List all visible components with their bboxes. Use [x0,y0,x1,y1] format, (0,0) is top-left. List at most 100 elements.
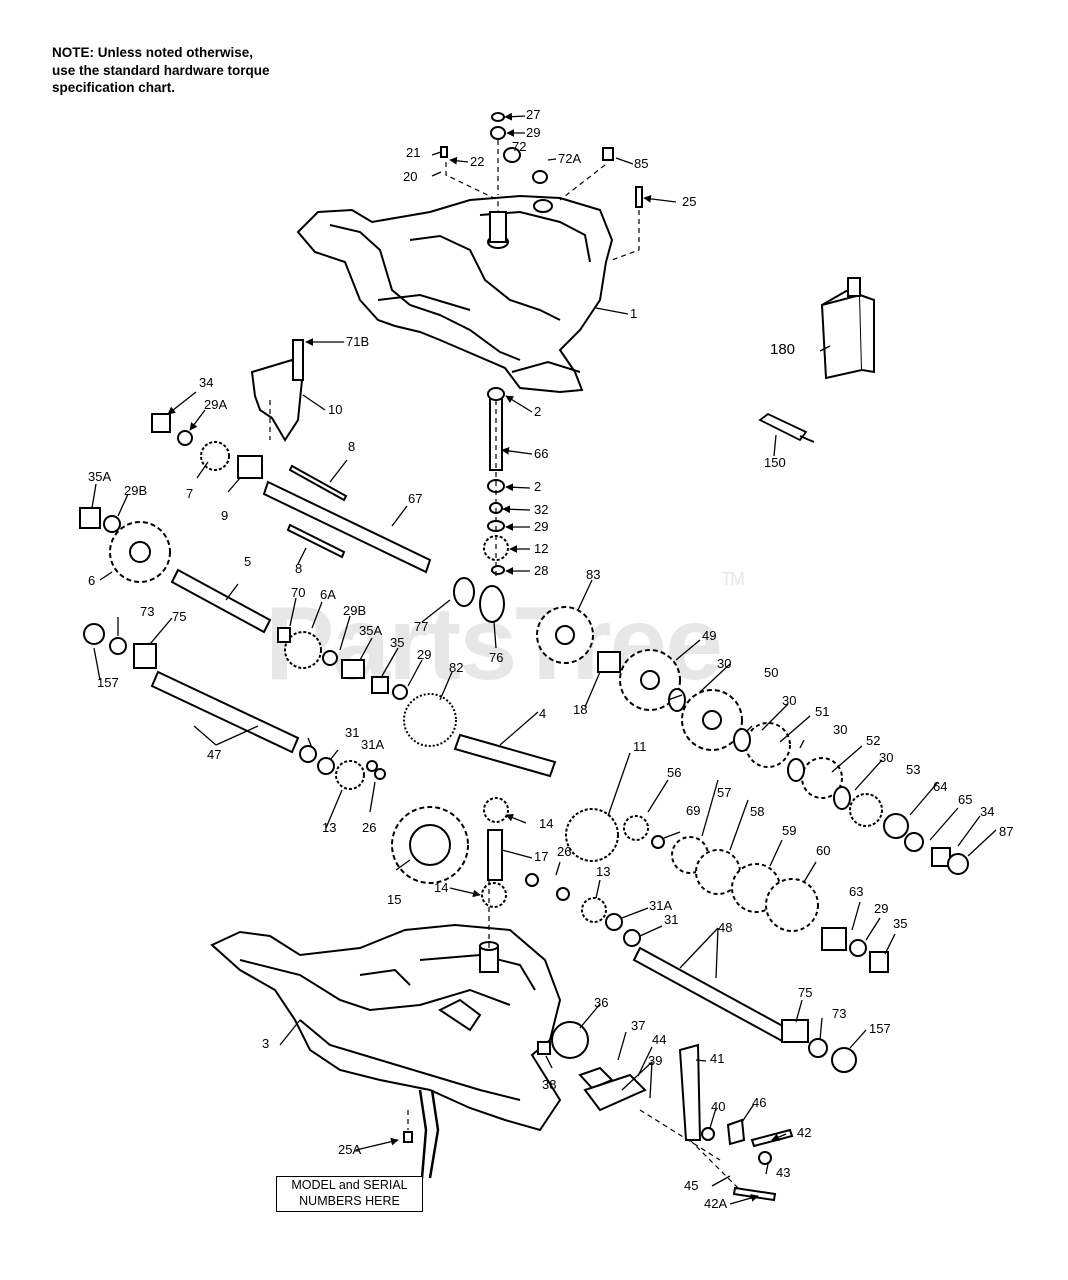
callout-71B[interactable]: 71B [346,334,370,349]
callout-11[interactable]: 11 [633,739,647,754]
callout-58[interactable]: 58 [750,804,765,819]
callout-47[interactable]: 47 [207,747,222,762]
callout-56[interactable]: 56 [667,765,682,780]
callout-35A-mid[interactable]: 35A [359,623,383,638]
callout-29B-left[interactable]: 29B [124,483,148,498]
callout-59[interactable]: 59 [782,823,797,838]
callout-15[interactable]: 15 [387,892,402,907]
callout-82[interactable]: 82 [449,660,464,675]
callout-29-top[interactable]: 29 [526,125,541,140]
callout-38[interactable]: 38 [542,1077,557,1092]
callout-83[interactable]: 83 [586,567,601,582]
callout-8-bot[interactable]: 8 [295,561,303,576]
callout-53[interactable]: 53 [906,762,921,777]
callout-35-mid[interactable]: 35 [390,635,405,650]
callout-6A[interactable]: 6A [320,587,336,602]
callout-31-left[interactable]: 31 [345,725,360,740]
callout-41[interactable]: 41 [710,1051,725,1066]
callout-75-left[interactable]: 75 [172,609,187,624]
callout-40[interactable]: 40 [711,1099,726,1114]
callout-30-c[interactable]: 30 [833,722,848,737]
callout-150[interactable]: 150 [764,455,786,470]
callout-27[interactable]: 27 [526,107,541,122]
callout-3[interactable]: 3 [262,1036,270,1051]
callout-9[interactable]: 9 [221,508,229,523]
callout-50[interactable]: 50 [764,665,779,680]
callout-14-bot[interactable]: 14 [434,880,449,895]
callout-73-right[interactable]: 73 [832,1006,847,1021]
callout-30-a[interactable]: 30 [717,656,732,671]
callout-8-top[interactable]: 8 [348,439,356,454]
callout-18[interactable]: 18 [573,702,588,717]
callout-60[interactable]: 60 [816,843,831,858]
callout-85[interactable]: 85 [634,156,649,171]
callout-67[interactable]: 67 [408,491,423,506]
callout-35A-left[interactable]: 35A [88,469,112,484]
callout-180[interactable]: 180 [770,341,796,358]
callout-46[interactable]: 46 [752,1095,767,1110]
callout-29-right[interactable]: 29 [874,901,889,916]
callout-30-b[interactable]: 30 [782,693,797,708]
callout-10[interactable]: 10 [328,402,343,417]
callout-77[interactable]: 77 [414,619,429,634]
callout-7[interactable]: 7 [186,486,194,501]
callout-64[interactable]: 64 [933,779,948,794]
callout-70[interactable]: 70 [291,585,306,600]
callout-25A[interactable]: 25A [338,1142,362,1157]
callout-37[interactable]: 37 [631,1018,646,1033]
callout-1[interactable]: 1 [630,306,638,321]
callout-5[interactable]: 5 [244,554,252,569]
callout-76[interactable]: 76 [489,650,504,665]
callout-31A-left[interactable]: 31A [361,737,385,752]
callout-21[interactable]: 21 [406,145,421,160]
callout-49[interactable]: 49 [702,628,717,643]
callout-57[interactable]: 57 [717,785,732,800]
callout-48[interactable]: 48 [718,920,733,935]
callout-157-right[interactable]: 157 [869,1021,891,1036]
callout-2-mid[interactable]: 2 [534,479,542,494]
callout-42[interactable]: 42 [797,1125,812,1140]
callout-17[interactable]: 17 [534,849,549,864]
callout-75-right[interactable]: 75 [798,985,813,1000]
callout-14-top[interactable]: 14 [539,816,554,831]
callout-30-d[interactable]: 30 [879,750,894,765]
callout-26-mid[interactable]: 26 [557,844,572,859]
callout-29-low[interactable]: 29 [417,647,432,662]
callout-52[interactable]: 52 [866,733,881,748]
callout-87[interactable]: 87 [999,824,1014,839]
callout-69[interactable]: 69 [686,803,701,818]
callout-32[interactable]: 32 [534,502,549,517]
callout-28[interactable]: 28 [534,563,549,578]
callout-22[interactable]: 22 [470,154,485,169]
callout-13-left[interactable]: 13 [322,820,337,835]
callout-34-left[interactable]: 34 [199,375,214,390]
callout-20[interactable]: 20 [403,169,418,184]
callout-29A[interactable]: 29A [204,397,228,412]
callout-13-mid[interactable]: 13 [596,864,611,879]
callout-35-right[interactable]: 35 [893,916,908,931]
callout-2-top[interactable]: 2 [534,404,542,419]
callout-51[interactable]: 51 [815,704,830,719]
callout-4[interactable]: 4 [539,706,547,721]
callout-157-left[interactable]: 157 [97,675,119,690]
callout-66[interactable]: 66 [534,446,549,461]
callout-43[interactable]: 43 [776,1165,791,1180]
callout-12[interactable]: 12 [534,541,549,556]
callout-72[interactable]: 72 [512,139,527,154]
callout-25[interactable]: 25 [682,194,697,209]
callout-34-right[interactable]: 34 [980,804,995,819]
callout-63[interactable]: 63 [849,884,864,899]
callout-26-left[interactable]: 26 [362,820,377,835]
callout-29B-mid[interactable]: 29B [343,603,367,618]
callout-31-mid[interactable]: 31 [664,912,679,927]
callout-29-mid[interactable]: 29 [534,519,549,534]
callout-72A[interactable]: 72A [558,151,582,166]
callout-44[interactable]: 44 [652,1032,667,1047]
callout-31A-mid[interactable]: 31A [649,898,673,913]
callout-65[interactable]: 65 [958,792,973,807]
callout-39[interactable]: 39 [648,1053,663,1068]
callout-6[interactable]: 6 [88,573,96,588]
callout-36[interactable]: 36 [594,995,609,1010]
callout-45[interactable]: 45 [684,1178,699,1193]
callout-42A[interactable]: 42A [704,1196,728,1211]
